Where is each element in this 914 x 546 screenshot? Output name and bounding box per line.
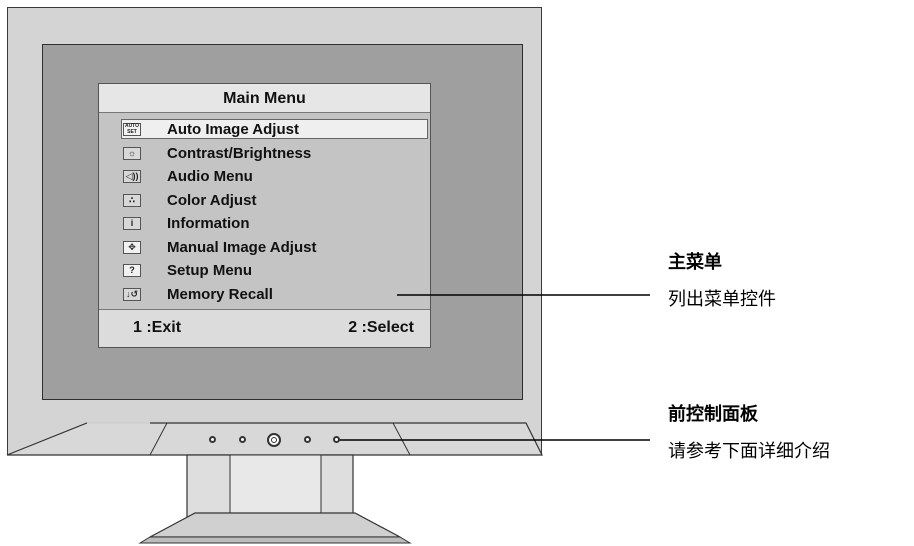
stand-neck-front xyxy=(229,454,322,518)
menu-item-label: Setup Menu xyxy=(167,262,252,280)
contrast-brightness-icon: ☼ xyxy=(123,146,141,160)
selection-highlight xyxy=(121,119,428,139)
menu-item-information[interactable]: i Information xyxy=(99,212,430,236)
info-icon: i xyxy=(123,217,141,231)
menu-item-manual-image-adjust[interactable]: ✥ Manual Image Adjust xyxy=(99,236,430,260)
front-panel-callout-title: 前控制面板 xyxy=(668,404,758,424)
menu-item-label: Manual Image Adjust xyxy=(167,238,317,256)
osd-menu-list: AUTO SET Auto Image Adjust ☼ Contrast/Br… xyxy=(99,118,430,306)
exit-hint: 1 :Exit xyxy=(133,319,182,336)
main-menu-callout-text: 列出菜单控件 xyxy=(668,289,776,309)
menu-item-contrast-brightness[interactable]: ☼ Contrast/Brightness xyxy=(99,142,430,166)
speaker-icon: ◁)) xyxy=(123,170,141,184)
move-icon: ✥ xyxy=(123,240,141,254)
menu-item-memory-recall[interactable]: ↓↺ Memory Recall xyxy=(99,283,430,307)
question-icon: ? xyxy=(123,264,141,278)
panel-button-down[interactable] xyxy=(304,436,311,443)
menu-item-label: Contrast/Brightness xyxy=(167,144,312,162)
menu-item-audio-menu[interactable]: ◁)) Audio Menu xyxy=(99,165,430,189)
panel-button-1[interactable] xyxy=(209,436,216,443)
menu-item-setup-menu[interactable]: ? Setup Menu xyxy=(99,259,430,283)
color-icon: ∴ xyxy=(123,193,141,207)
select-hint: 2 :Select xyxy=(348,319,414,336)
menu-item-label: Auto Image Adjust xyxy=(167,121,299,139)
stand-foot-edge xyxy=(138,536,412,544)
power-button[interactable] xyxy=(267,433,281,447)
menu-item-auto-image-adjust[interactable]: AUTO SET Auto Image Adjust xyxy=(99,118,430,142)
panel-divider-right xyxy=(392,422,411,456)
menu-item-label: Color Adjust xyxy=(167,191,257,209)
menu-item-label: Memory Recall xyxy=(167,285,273,303)
menu-item-label: Audio Menu xyxy=(167,168,253,186)
menu-item-color-adjust[interactable]: ∴ Color Adjust xyxy=(99,189,430,213)
stand-foot xyxy=(149,512,401,538)
osd-footer: 1 :Exit 2 :Select xyxy=(99,309,430,347)
osd-main-menu: Main Menu AUTO SET Auto Image Adjust ☼ C… xyxy=(98,83,431,348)
panel-divider-left xyxy=(149,422,168,456)
auto-set-icon: AUTO SET xyxy=(123,123,141,137)
menu-item-label: Information xyxy=(167,215,250,233)
main-menu-callout-title: 主菜单 xyxy=(668,252,722,272)
recall-icon: ↓↺ xyxy=(123,287,141,301)
front-panel-callout-text: 请参考下面详细介绍 xyxy=(668,441,830,461)
osd-title: Main Menu xyxy=(99,84,430,113)
panel-button-up[interactable] xyxy=(333,436,340,443)
panel-button-2[interactable] xyxy=(239,436,246,443)
